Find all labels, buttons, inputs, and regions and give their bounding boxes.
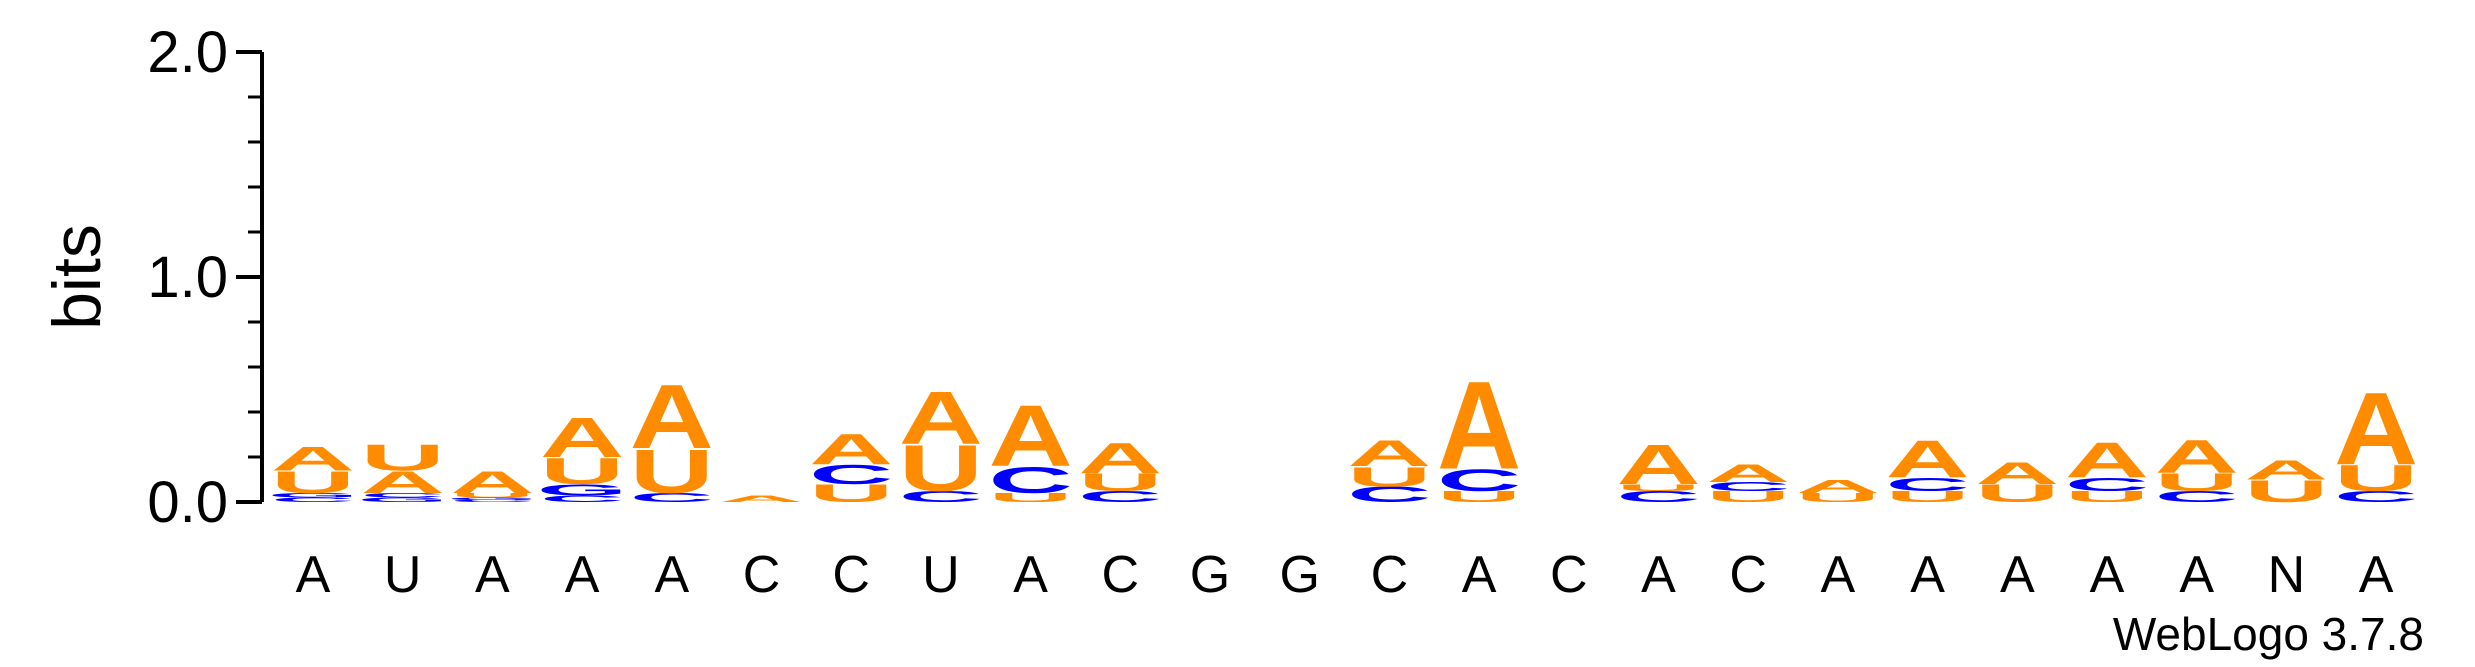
logo-letter-a: A	[1347, 433, 1431, 475]
logo-letter-a: A	[2244, 454, 2328, 485]
x-tick-label: A	[1462, 546, 1497, 604]
x-tick-label: A	[654, 546, 689, 604]
x-tick-label: C	[743, 546, 781, 604]
x-tick-label: A	[296, 546, 331, 604]
logo-letter-a: A	[1975, 456, 2059, 491]
logo-letter-c: C	[630, 491, 714, 505]
logo-letter-c: C	[450, 499, 534, 502]
logo-letter-a: A	[271, 440, 355, 478]
logo-letter-a: A	[2155, 431, 2239, 483]
x-tick-label: A	[2179, 546, 2214, 604]
x-tick-label: A	[1013, 546, 1048, 604]
x-tick-label: G	[1279, 546, 1319, 604]
logo-letter-c: C	[271, 496, 355, 503]
logo-letter-u: U	[1885, 488, 1969, 505]
logo-letter-c: C	[1706, 479, 1790, 493]
logo-letter-c: C	[1885, 474, 1969, 495]
logo-letter-u: U	[899, 432, 983, 505]
x-tick-label: A	[2090, 546, 2125, 604]
logo-letter-a: A	[1616, 434, 1700, 497]
logo-letter-g: G	[268, 492, 359, 499]
logo-letter-u: U	[2065, 488, 2149, 505]
logo-letter-c: C	[899, 488, 983, 505]
logo-letter-c: C	[540, 494, 624, 505]
x-tick-label: U	[384, 546, 422, 604]
logo-letter-a: A	[361, 465, 445, 500]
x-tick-label: G	[1190, 546, 1230, 604]
x-tick-label: U	[922, 546, 960, 604]
x-tick-label: A	[2359, 546, 2394, 604]
logo-letter-u: U	[1347, 461, 1431, 492]
logo-letter-g: G	[357, 496, 448, 503]
logo-letter-a: A	[1437, 356, 1521, 496]
y-ticks: 0.0 1.0 2.0	[147, 20, 262, 535]
logo-letter-g: G	[447, 497, 538, 500]
x-tick-label: A	[2000, 546, 2035, 604]
logo-letter-a: A	[1885, 430, 1969, 489]
logo-letter-u: U	[1796, 491, 1880, 505]
logo-letter-u: U	[988, 491, 1072, 505]
y-tick-label: 2.0	[147, 20, 228, 85]
logo-letter-u: U	[2244, 474, 2328, 509]
logo-letter-u: U	[1616, 482, 1700, 493]
logo-letter-a: A	[1796, 476, 1880, 497]
logo-letter-u: U	[809, 479, 893, 507]
logo-letter-c: C	[809, 458, 893, 489]
x-tick-label: A	[565, 546, 600, 604]
logo-letter-c: C	[2334, 488, 2418, 505]
logo-letter-a: A	[630, 366, 714, 468]
logo-letter-u: U	[1437, 488, 1521, 505]
logo-letter-c: C	[361, 492, 445, 499]
logo-letter-c: C	[2155, 488, 2239, 505]
logo-letter-u: U	[1078, 468, 1162, 496]
logo-letter-c: C	[1616, 488, 1700, 505]
logo-letter-c: C	[2065, 474, 2149, 495]
x-tick-label: C	[1550, 546, 1588, 604]
logo-letter-a: A	[540, 407, 624, 470]
y-axis-label: bits	[39, 224, 115, 330]
x-tick-label: C	[1102, 546, 1140, 604]
y-tick-label: 1.0	[147, 245, 228, 310]
x-tick-label: N	[2268, 546, 2306, 604]
x-tick-label: A	[475, 546, 510, 604]
logo-letter-u: U	[630, 436, 714, 506]
logo-letter-c: C	[1078, 488, 1162, 505]
weblogo-version-label: WebLogo 3.7.8	[2113, 608, 2424, 660]
y-tick-label: 0.0	[147, 470, 228, 535]
logo-letter-a: A	[2065, 433, 2149, 489]
logo-letter-a: A	[719, 494, 803, 505]
logo-letter-a: A	[450, 465, 534, 500]
logo-letter-a: A	[1078, 433, 1162, 482]
logo-letter-a: A	[2334, 371, 2418, 486]
logo-letter-a: A	[988, 387, 1072, 485]
logo-letter-c: C	[1347, 482, 1431, 506]
logo-letter-a: A	[899, 375, 983, 459]
logo-letter-u: U	[361, 437, 445, 479]
logo-letter-u: U	[540, 451, 624, 493]
logo-letter-a: A	[809, 424, 893, 473]
logo-letter-u: U	[271, 465, 355, 500]
x-tick-label: C	[1729, 546, 1767, 604]
x-tick-label: C	[1371, 546, 1409, 604]
x-tick-label: C	[832, 546, 870, 604]
x-tick-label: A	[1821, 546, 1856, 604]
logo-letter-a: A	[1706, 459, 1790, 487]
x-tick-label: A	[1910, 546, 1945, 604]
logo-letter-u: U	[2334, 457, 2418, 499]
logo-letter-u: U	[1975, 479, 2059, 507]
logo-letter-u: U	[1706, 488, 1790, 505]
logo-letter-g: G	[537, 481, 628, 498]
x-tick-label: A	[1641, 546, 1676, 604]
logo-letter-u: U	[450, 492, 534, 499]
logo-letter-u: U	[2155, 468, 2239, 496]
logo-letter-c: C	[988, 460, 1072, 502]
logo-letter-c: C	[1437, 463, 1521, 498]
